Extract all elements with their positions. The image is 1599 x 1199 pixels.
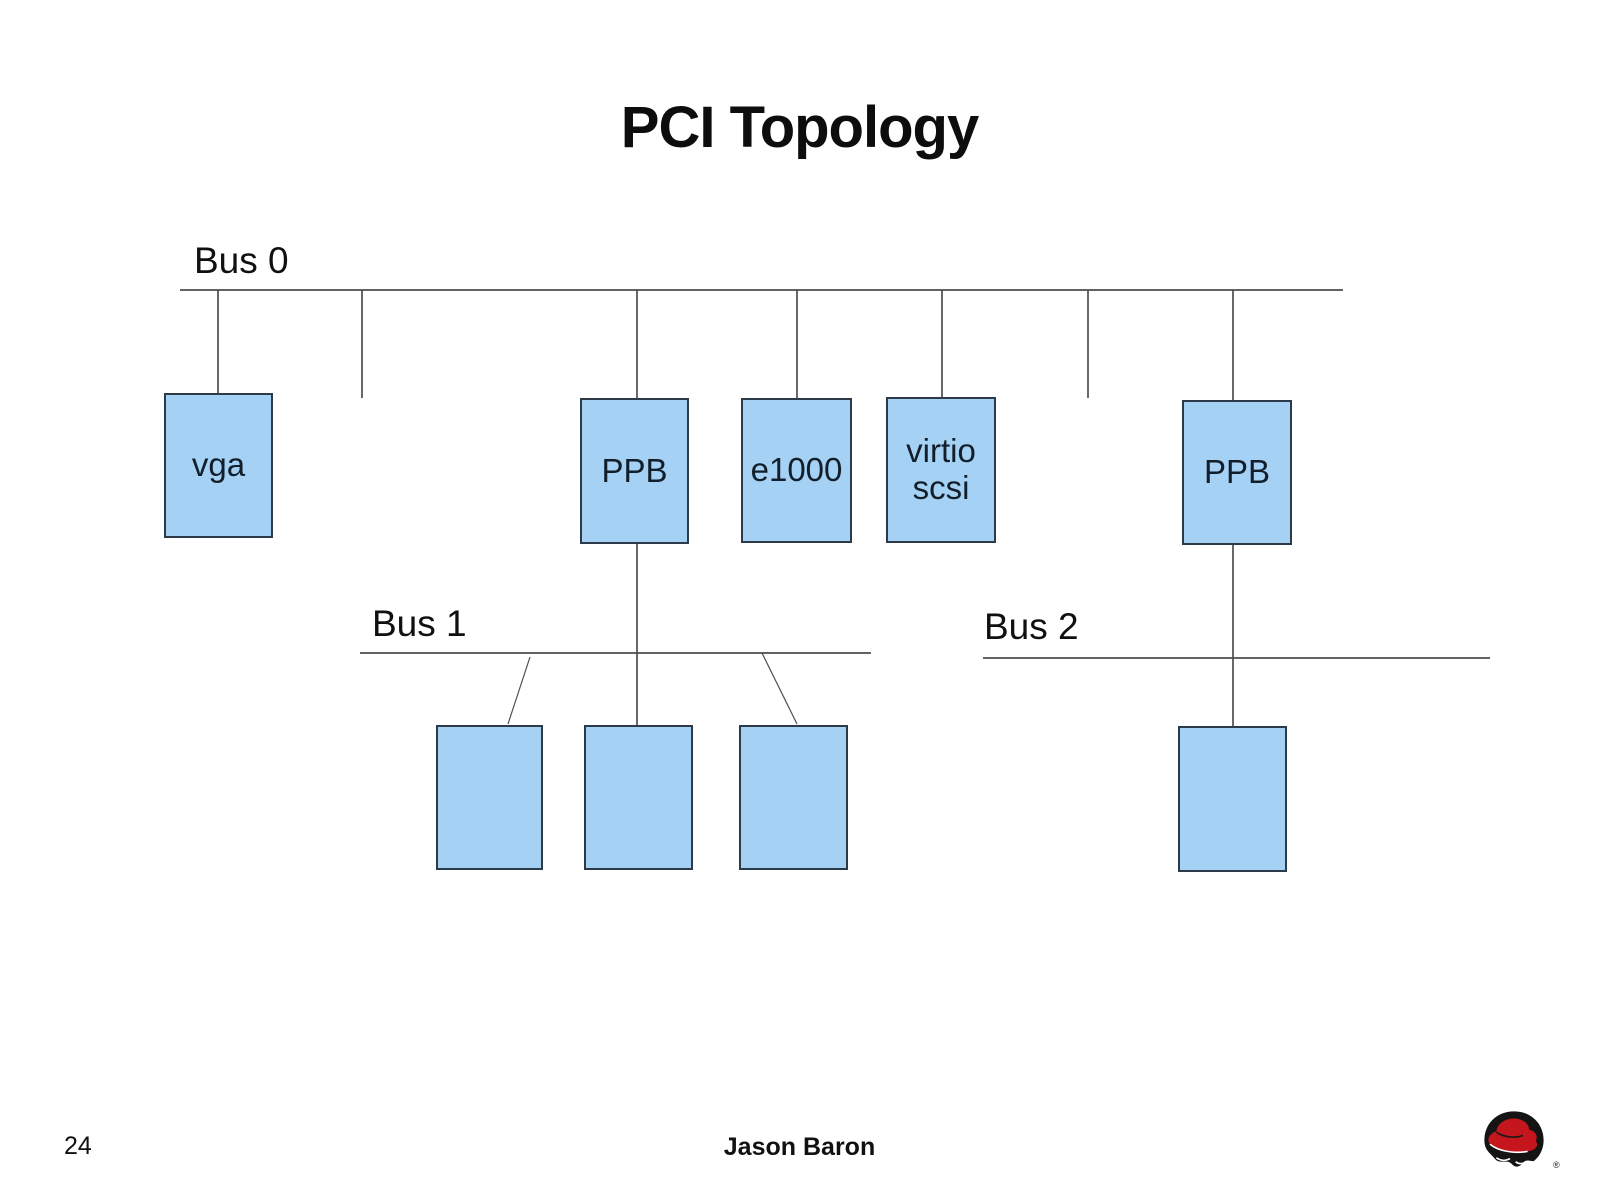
- device-label: PPB: [601, 451, 668, 489]
- device-label: virtio scsi: [906, 432, 976, 506]
- device-box-bus1-unlabeled-3: [739, 725, 848, 870]
- device-label: vga: [191, 446, 246, 484]
- device-label: PPB: [1203, 453, 1271, 491]
- bus1-label: Bus 1: [372, 603, 467, 644]
- device-box-bus1-unlabeled-2: [584, 725, 693, 870]
- device-box-bus2-unlabeled-1: [1178, 726, 1287, 872]
- slide-title: PCI Topology: [620, 95, 979, 160]
- connector-bus1-diagonal-right: [761, 652, 798, 725]
- device-box-ppb-right: PPB: [1182, 400, 1292, 545]
- device-box-virtio-scsi: virtio scsi: [886, 397, 996, 543]
- page-number: 24: [64, 1132, 92, 1160]
- connector-bus1-diagonal-left: [507, 656, 531, 725]
- device-box-e1000: e1000: [741, 398, 852, 543]
- device-box-vga: vga: [164, 393, 273, 538]
- device-box-ppb-left: PPB: [580, 398, 689, 544]
- device-box-bus1-unlabeled-1: [436, 725, 543, 870]
- bus0-label: Bus 0: [194, 240, 289, 281]
- registered-trademark-mark: ®: [1553, 1160, 1560, 1170]
- author-name: Jason Baron: [723, 1133, 876, 1161]
- device-label: e1000: [750, 451, 843, 489]
- redhat-logo-icon: [1484, 1111, 1544, 1167]
- bus2-label: Bus 2: [984, 606, 1079, 647]
